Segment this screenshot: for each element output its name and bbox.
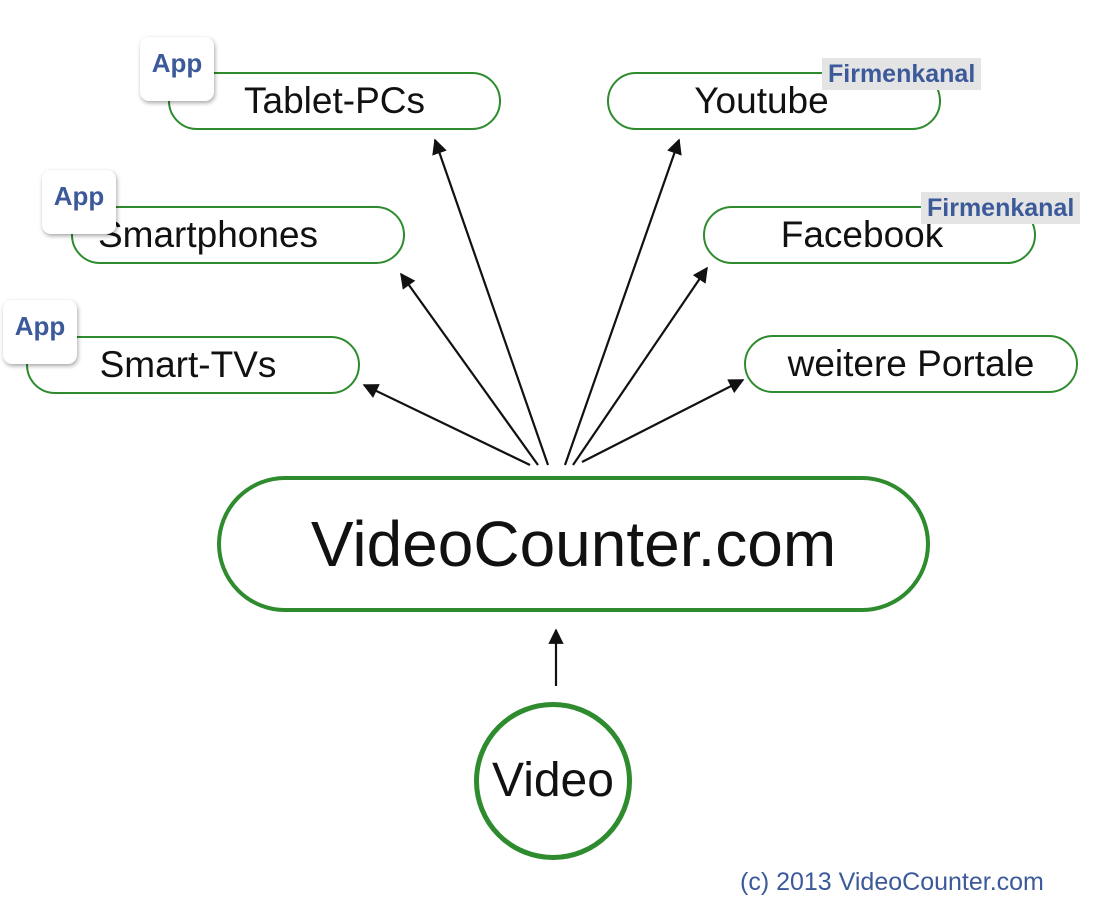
node-label: Facebook xyxy=(780,214,944,255)
arrow-to-tablet xyxy=(432,138,550,466)
node-facebook: Facebook xyxy=(703,206,1036,264)
app-badge-smarttv: App xyxy=(3,300,77,364)
arrow-to-smarttv xyxy=(362,384,531,466)
node-label: Tablet-PCs xyxy=(244,80,425,121)
source-label: Video xyxy=(492,754,614,807)
node-tablet-pcs: Tablet-PCs xyxy=(168,72,501,130)
node-smart-tvs: Smart-TVs xyxy=(26,336,360,394)
node-videocounter-hub: VideoCounter.com xyxy=(217,476,930,612)
app-badge-tablet: App xyxy=(140,37,214,101)
app-badge-smartphones: App xyxy=(42,170,116,234)
arrow-to-smartphones xyxy=(400,272,539,466)
node-label: Smart-TVs xyxy=(99,344,277,385)
node-label: Smartphones xyxy=(97,214,319,255)
arrow-to-portale xyxy=(581,379,745,463)
node-label: weitere Portale xyxy=(787,343,1035,384)
node-label: Youtube xyxy=(694,80,829,121)
hub-label: VideoCounter.com xyxy=(310,508,837,580)
arrow-to-youtube xyxy=(563,138,682,466)
node-video-source: Video xyxy=(474,702,632,860)
firmenkanal-badge-youtube: Firmenkanal xyxy=(822,58,982,90)
arrow-to-facebook xyxy=(572,266,708,466)
node-weitere-portale: weitere Portale xyxy=(744,335,1078,393)
node-smartphones: Smartphones xyxy=(71,206,405,264)
firmenkanal-badge-facebook: Firmenkanal xyxy=(921,192,1081,224)
copyright-text: (c) 2013 VideoCounter.com xyxy=(740,868,1044,896)
